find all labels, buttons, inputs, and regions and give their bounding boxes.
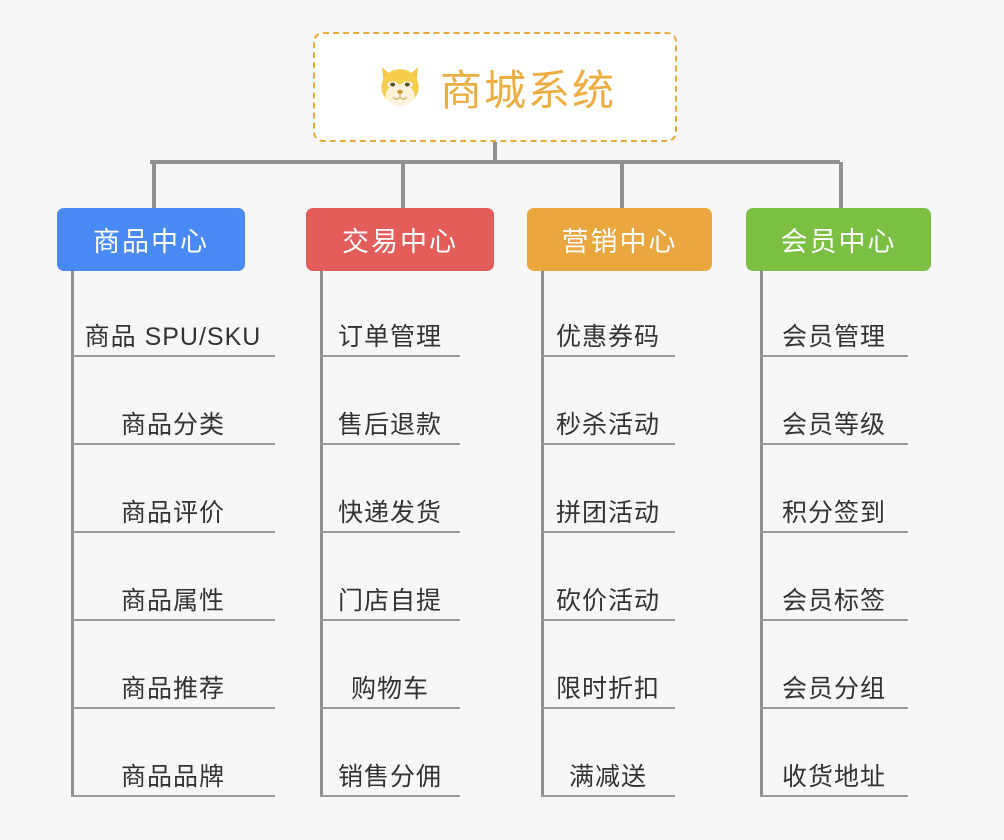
leaf-item[interactable]: 会员管理	[760, 313, 908, 357]
leaf-item[interactable]: 限时折扣	[541, 665, 675, 709]
leaf-item[interactable]: 商品推荐	[71, 665, 275, 709]
leaf-item[interactable]: 快递发货	[320, 489, 460, 533]
leaf-item[interactable]: 商品品牌	[71, 753, 275, 797]
leaf-item-label: 商品 SPU/SKU	[84, 323, 262, 351]
category-header-label: 会员中心	[780, 227, 897, 257]
leaf-item[interactable]: 商品分类	[71, 401, 275, 445]
leaf-item-label: 商品属性	[120, 587, 225, 615]
leaf-item-label: 售后退款	[337, 411, 442, 439]
connector-drop-member	[839, 162, 843, 210]
leaf-item[interactable]: 拼团活动	[541, 489, 675, 533]
leaf-item-label: 满减送	[568, 763, 647, 791]
leaf-item-label: 销售分佣	[337, 763, 442, 791]
leaf-item-label: 会员等级	[781, 411, 886, 439]
category-header-marketing[interactable]: 营销中心	[527, 208, 712, 271]
connector-drop-marketing	[620, 162, 624, 210]
connector-spine-member	[760, 271, 763, 797]
column-trade: 交易中心订单管理售后退款快递发货门店自提购物车销售分佣	[306, 162, 494, 797]
leaf-item-label: 积分签到	[781, 499, 886, 527]
shiba-dog-face-icon	[374, 61, 426, 113]
leaf-item-label: 会员分组	[781, 675, 886, 703]
category-header-product[interactable]: 商品中心	[57, 208, 245, 271]
category-header-label: 营销中心	[561, 227, 678, 257]
connector-horizontal-bus	[150, 160, 840, 164]
leaf-item[interactable]: 优惠券码	[541, 313, 675, 357]
leaf-item-label: 收货地址	[781, 763, 886, 791]
connector-drop-trade	[401, 162, 405, 210]
leaf-item[interactable]: 积分签到	[760, 489, 908, 533]
connector-spine-product	[71, 271, 74, 797]
leaf-item[interactable]: 购物车	[320, 665, 460, 709]
leaf-item-label: 订单管理	[337, 323, 442, 351]
leaf-item-label: 优惠券码	[555, 323, 660, 351]
leaf-item-label: 快递发货	[337, 499, 442, 527]
root-node-title: 商城系统	[439, 66, 616, 114]
leaf-item-label: 限时折扣	[555, 675, 660, 703]
column-marketing: 营销中心优惠券码秒杀活动拼团活动砍价活动限时折扣满减送	[527, 162, 712, 797]
leaf-item-label: 商品推荐	[120, 675, 225, 703]
leaf-item[interactable]: 商品 SPU/SKU	[71, 313, 275, 357]
connector-drop-product	[152, 162, 156, 210]
leaf-item[interactable]: 会员标签	[760, 577, 908, 621]
leaf-item[interactable]: 门店自提	[320, 577, 460, 621]
leaf-item-label: 会员标签	[781, 587, 886, 615]
leaf-item[interactable]: 砍价活动	[541, 577, 675, 621]
category-header-member[interactable]: 会员中心	[746, 208, 931, 271]
leaf-item-label: 会员管理	[781, 323, 886, 351]
connector-spine-trade	[320, 271, 323, 797]
leaf-item[interactable]: 会员分组	[760, 665, 908, 709]
leaf-item-label: 秒杀活动	[555, 411, 660, 439]
leaf-item-label: 门店自提	[337, 587, 442, 615]
leaf-item[interactable]: 会员等级	[760, 401, 908, 445]
leaf-item-label: 拼团活动	[555, 499, 660, 527]
connector-root-stem	[493, 142, 497, 164]
category-header-label: 商品中心	[93, 227, 209, 257]
leaf-item[interactable]: 销售分佣	[320, 753, 460, 797]
leaf-item-label: 购物车	[350, 675, 429, 703]
leaf-item[interactable]: 满减送	[541, 753, 675, 797]
column-product: 商品中心商品 SPU/SKU 商品分类商品评价商品属性商品推荐商品品牌	[57, 162, 275, 797]
leaf-item[interactable]: 订单管理	[320, 313, 460, 357]
category-header-label: 交易中心	[342, 227, 458, 257]
leaf-item-label: 商品品牌	[120, 763, 225, 791]
leaf-item-label: 商品评价	[120, 499, 225, 527]
leaf-item[interactable]: 商品属性	[71, 577, 275, 621]
category-header-trade[interactable]: 交易中心	[306, 208, 494, 271]
leaf-item[interactable]: 收货地址	[760, 753, 908, 797]
leaf-item[interactable]: 秒杀活动	[541, 401, 675, 445]
leaf-item[interactable]: 售后退款	[320, 401, 460, 445]
root-node-mall-system[interactable]: 商城系统	[313, 32, 677, 142]
column-member: 会员中心会员管理会员等级积分签到会员标签会员分组收货地址	[746, 162, 931, 797]
leaf-item[interactable]: 商品评价	[71, 489, 275, 533]
connector-spine-marketing	[541, 271, 544, 797]
leaf-item-label: 商品分类	[120, 411, 225, 439]
leaf-item-label: 砍价活动	[555, 587, 660, 615]
